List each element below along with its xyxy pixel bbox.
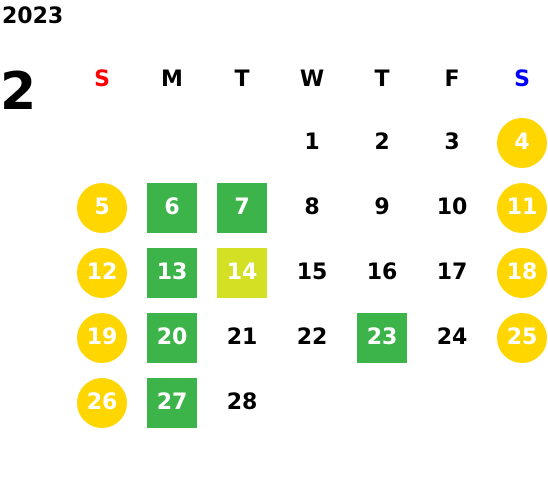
day-number[interactable]: 13 — [147, 247, 197, 298]
day-cell — [487, 370, 548, 435]
day-cell: 21 — [207, 305, 277, 370]
weekday-header-label: W — [299, 67, 325, 92]
day-cell: 20 — [137, 305, 207, 370]
week-row: 12 13 14 15 16 17 18 — [67, 240, 548, 305]
day-cell: 3 — [417, 110, 487, 175]
day-number[interactable]: 5 — [77, 182, 127, 233]
day-cell: 26 — [67, 370, 137, 435]
day-number[interactable]: 6 — [147, 182, 197, 233]
day-cell: 1 — [277, 110, 347, 175]
day-cell — [347, 370, 417, 435]
day-cell: 14 — [207, 240, 277, 305]
day-number[interactable]: 3 — [444, 129, 460, 155]
day-number[interactable]: 20 — [147, 312, 197, 363]
day-number[interactable]: 26 — [77, 377, 127, 428]
day-number[interactable]: 17 — [436, 259, 468, 285]
day-number[interactable]: 7 — [217, 182, 267, 233]
day-number[interactable]: 8 — [304, 194, 320, 220]
day-number[interactable]: 1 — [304, 129, 320, 155]
day-cell: 28 — [207, 370, 277, 435]
day-number[interactable]: 21 — [226, 324, 258, 350]
week-row: 19 20 21 22 23 24 25 — [67, 305, 548, 370]
day-cell — [277, 370, 347, 435]
week-row: 26 27 28 — [67, 370, 548, 435]
weekday-header-label: S — [514, 67, 530, 92]
calendar-year: 2023 — [2, 4, 64, 29]
day-cell: 10 — [417, 175, 487, 240]
day-cell: 15 — [277, 240, 347, 305]
day-cell: 2 — [347, 110, 417, 175]
day-number[interactable]: 19 — [77, 312, 127, 363]
day-number[interactable]: 2 — [374, 129, 390, 155]
weekday-header-label: M — [161, 67, 183, 92]
weekday-header-cell: S — [67, 50, 137, 110]
day-number[interactable]: 18 — [497, 247, 547, 298]
day-cell: 17 — [417, 240, 487, 305]
weekday-header-cell: T — [207, 50, 277, 110]
day-cell — [207, 110, 277, 175]
day-cell — [67, 110, 137, 175]
weekday-header-label: S — [94, 67, 110, 92]
day-number[interactable]: 14 — [217, 247, 267, 298]
day-cell: 8 — [277, 175, 347, 240]
day-cell: 9 — [347, 175, 417, 240]
day-cell: 7 — [207, 175, 277, 240]
day-number[interactable]: 12 — [77, 247, 127, 298]
day-cell: 25 — [487, 305, 548, 370]
weekday-header-cell: W — [277, 50, 347, 110]
weekday-header-label: T — [374, 67, 390, 92]
day-number[interactable]: 25 — [497, 312, 547, 363]
weekday-header-cell: T — [347, 50, 417, 110]
day-number[interactable]: 27 — [147, 377, 197, 428]
day-cell: 6 — [137, 175, 207, 240]
day-number[interactable]: 10 — [436, 194, 468, 220]
week-row: 1 2 3 4 — [67, 110, 548, 175]
day-cell: 22 — [277, 305, 347, 370]
day-number[interactable]: 28 — [226, 389, 258, 415]
day-cell: 23 — [347, 305, 417, 370]
weekday-header-label: F — [444, 67, 460, 92]
day-cell: 16 — [347, 240, 417, 305]
weekday-header-label: T — [234, 67, 250, 92]
weekday-header-cell: F — [417, 50, 487, 110]
weekday-header-cell: M — [137, 50, 207, 110]
day-cell — [137, 110, 207, 175]
day-cell: 4 — [487, 110, 548, 175]
day-cell: 19 — [67, 305, 137, 370]
day-cell: 11 — [487, 175, 548, 240]
day-cell: 5 — [67, 175, 137, 240]
day-cell: 27 — [137, 370, 207, 435]
calendar-month: 2 — [0, 62, 37, 122]
day-number[interactable]: 15 — [296, 259, 328, 285]
day-number[interactable]: 4 — [497, 117, 547, 168]
day-cell: 12 — [67, 240, 137, 305]
day-number[interactable]: 23 — [357, 312, 407, 363]
day-number[interactable]: 22 — [296, 324, 328, 350]
day-number[interactable]: 9 — [374, 194, 390, 220]
day-cell — [417, 370, 487, 435]
day-number[interactable]: 16 — [366, 259, 398, 285]
day-number[interactable]: 11 — [497, 182, 547, 233]
weekday-header-cell: S — [487, 50, 548, 110]
day-cell: 24 — [417, 305, 487, 370]
day-cell: 18 — [487, 240, 548, 305]
day-number[interactable]: 24 — [436, 324, 468, 350]
day-cell: 13 — [137, 240, 207, 305]
